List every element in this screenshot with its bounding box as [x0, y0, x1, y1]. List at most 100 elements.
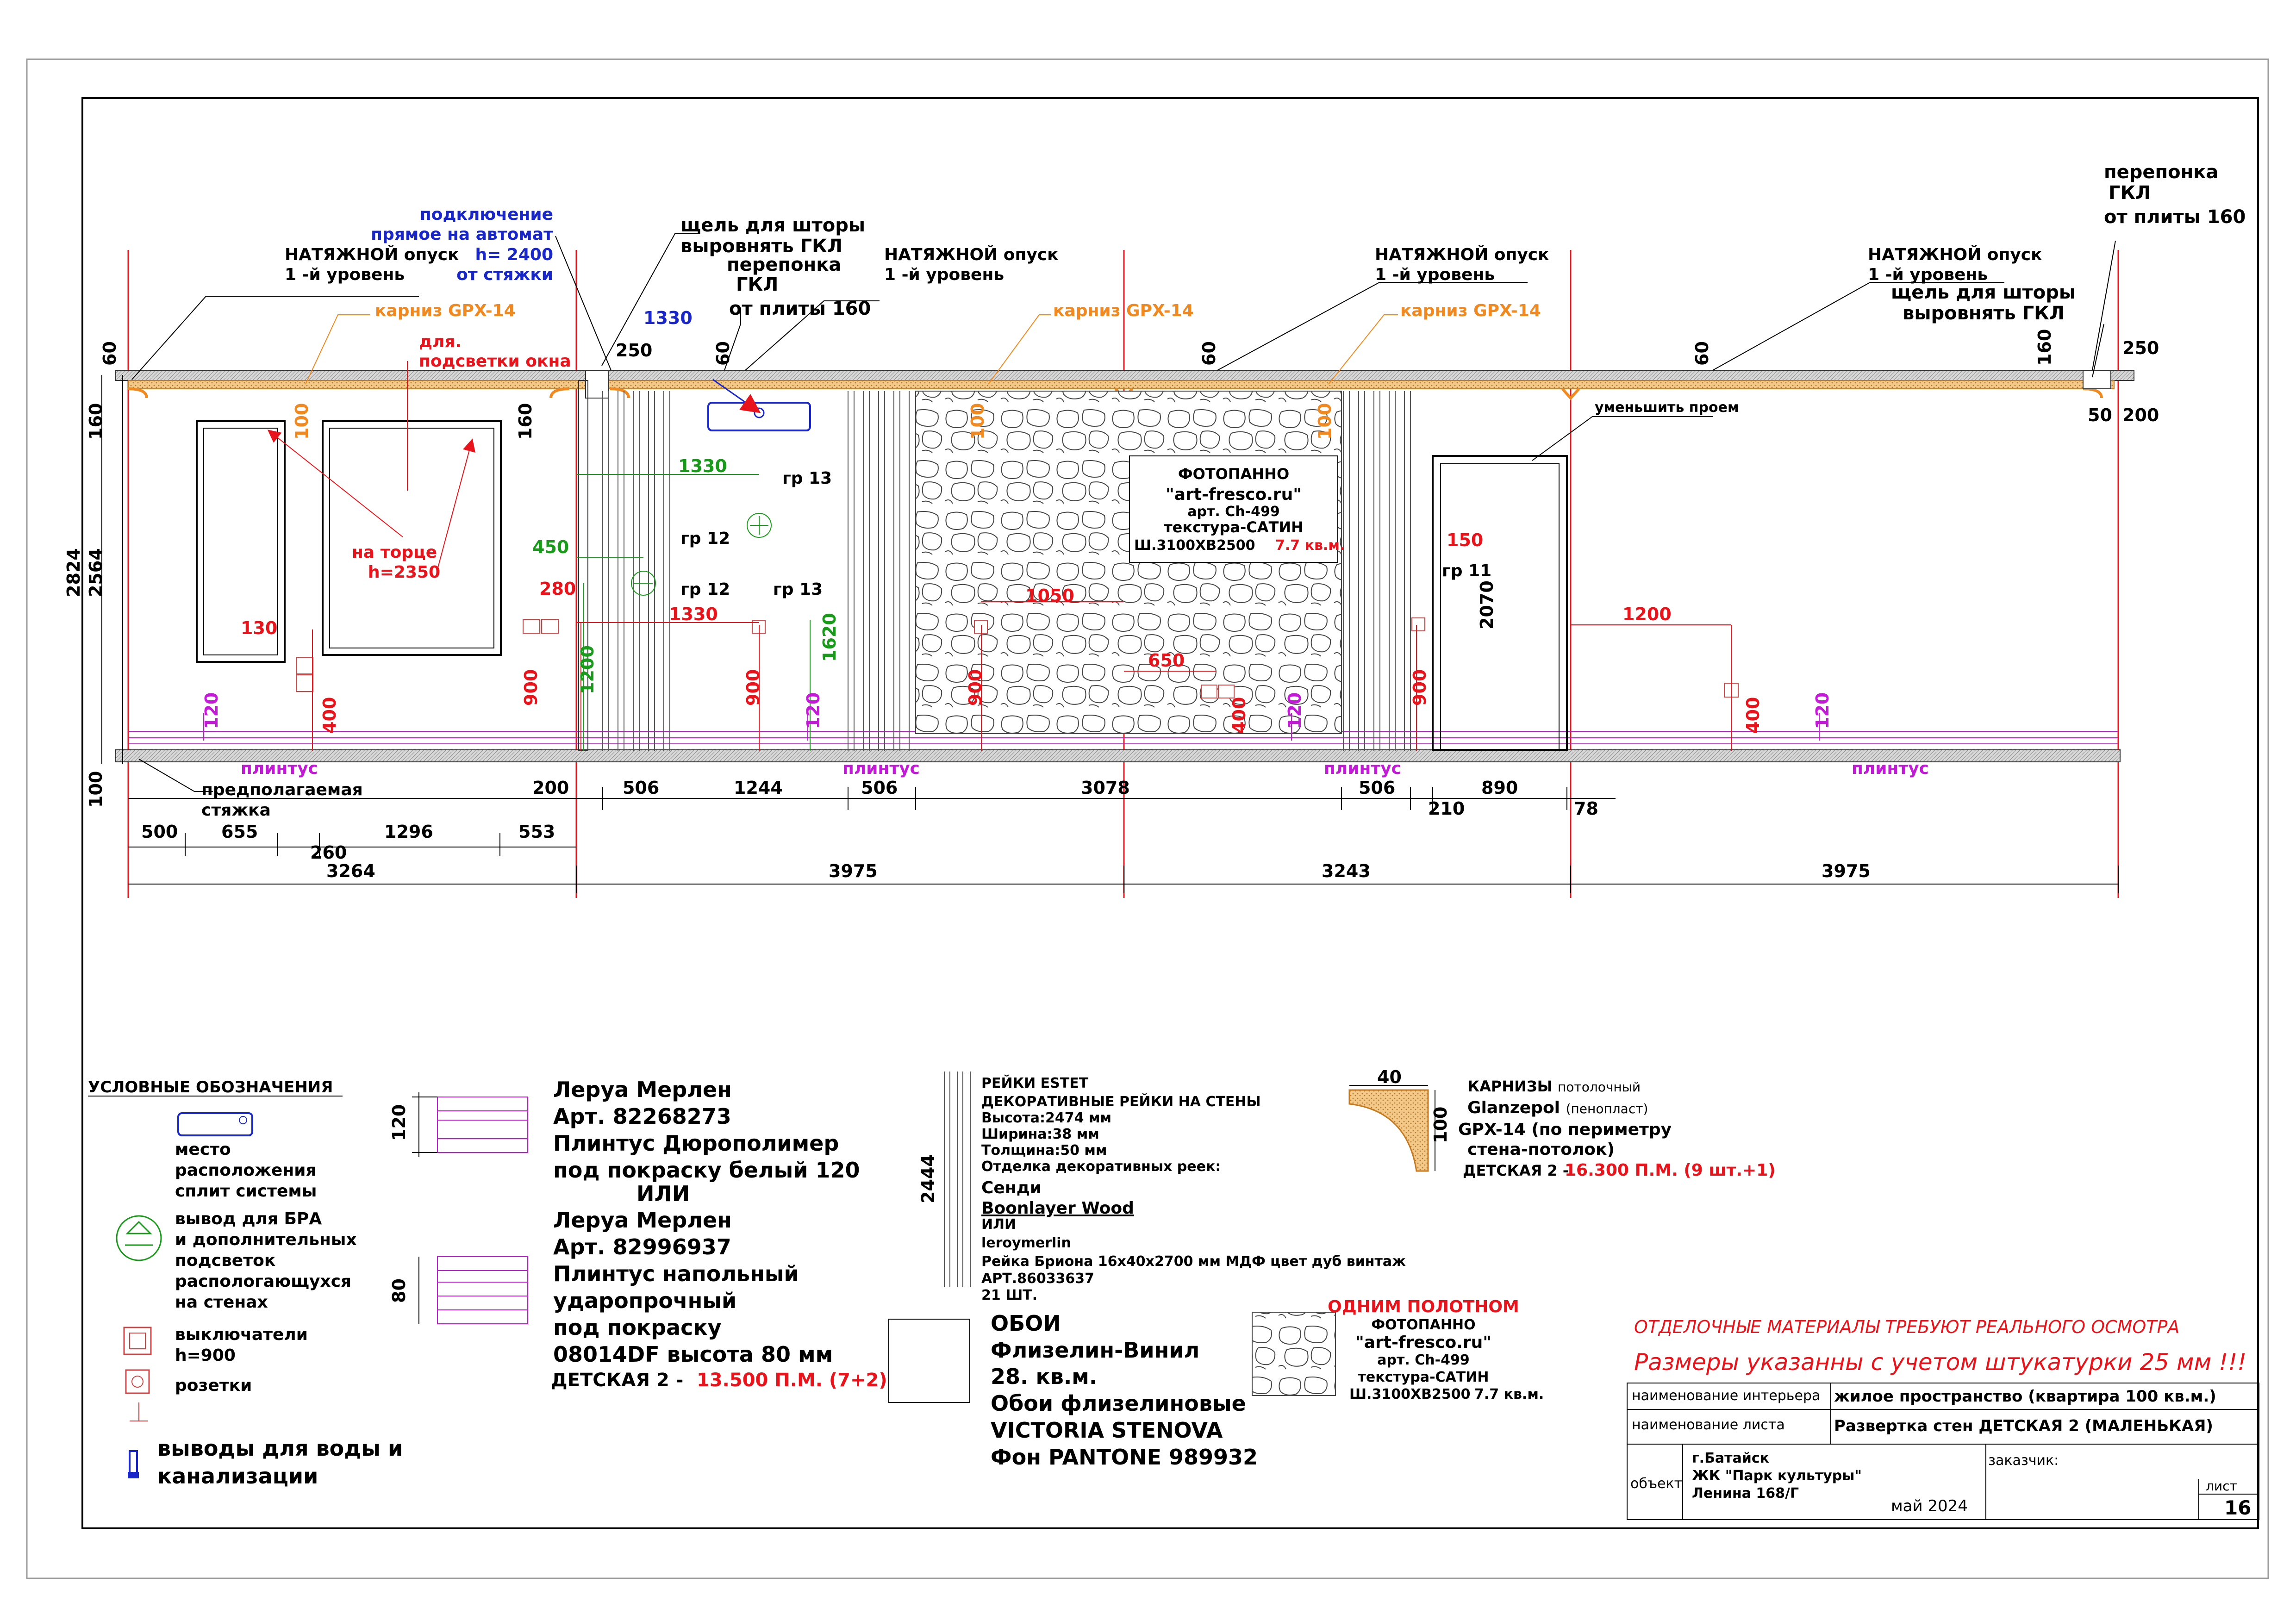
stretch-2a: НАТЯЖНОЙ опуск [884, 245, 1059, 264]
cornice-1: карниз GPX-14 [375, 301, 516, 320]
cornice-line3: GPX-14 (по периметру [1458, 1120, 1672, 1139]
window-arrows [267, 361, 476, 570]
plinth-label-3: плинтус [1324, 759, 1401, 778]
panel-label-4: текстура-САТИН [1164, 518, 1304, 536]
panel-label-2: "art-fresco.ru" [1166, 485, 1302, 504]
tb-date: май 2024 [1891, 1497, 1968, 1515]
curtain-gap-2: выровнять ГКЛ [680, 236, 842, 257]
tb-obj-label: объект [1630, 1476, 1682, 1492]
cornice-3: карниз GPX-14 [1400, 301, 1541, 320]
panel-swatch [1252, 1312, 1336, 1396]
stretch-3b: 1 -й уровень [1375, 265, 1495, 284]
dim-280: 280 [539, 579, 576, 599]
legend-split-icon [177, 1112, 253, 1136]
connection-h: h= 2400 [475, 245, 553, 264]
slats-count: 21 ШТ. [981, 1287, 1037, 1303]
stretch-4a: НАТЯЖНОЙ опуск [1868, 245, 2042, 264]
wallpaper-5: Фон PANTONE 989932 [991, 1445, 1258, 1470]
split-leader [712, 379, 761, 413]
plinth-total-label: ДЕТСКАЯ 2 - [551, 1370, 683, 1391]
gkl-right-1: перепонка [2104, 162, 2218, 183]
panel-spec-3: арт. Ch-499 [1377, 1352, 1469, 1368]
dim-400-1: 400 [319, 697, 340, 734]
legend-socket: розетки [175, 1376, 252, 1395]
dim-160-3: 160 [2034, 329, 2055, 366]
legend-split-2: расположения [175, 1161, 317, 1180]
slat-panel-3 [1343, 391, 1411, 751]
slats-icon [944, 1072, 971, 1287]
sheet-inner-frame [81, 97, 2259, 1529]
stretch-1b: 1 -й уровень [285, 265, 405, 284]
dim-120-1: 120 [201, 692, 222, 729]
gkl-partition-1: перепонка [727, 254, 841, 275]
dim-60-3: 60 [1199, 341, 1219, 366]
dim-500: 500 [141, 822, 178, 842]
dim-1050: 1050 [1025, 586, 1074, 606]
dim-100-cornice-1: 100 [292, 403, 312, 440]
slats-line-3: Высота:2474 мм [981, 1110, 1111, 1126]
dim-2824: 2824 [63, 548, 84, 597]
plinth-h80: 80 [389, 1278, 409, 1303]
tb-sheet-label: лист [2206, 1478, 2237, 1494]
tb-sheet-no: 16 [2224, 1496, 2251, 1519]
plinth-line-9: ударопрочный [553, 1288, 736, 1313]
plinth-80-icon [418, 1256, 528, 1324]
legend-split-1: место [175, 1140, 231, 1159]
gkl-partition-2: ГКЛ [736, 274, 778, 295]
dim-655: 655 [221, 822, 258, 842]
cornice-line2a: Glanzepol [1467, 1098, 1566, 1117]
screed-2: стяжка [201, 801, 271, 820]
legend-switch-1: выключатели [175, 1325, 308, 1344]
dim-100-floor: 100 [86, 771, 106, 808]
stretch-4b: 1 -й уровень [1868, 265, 1988, 284]
wallpaper-swatch [888, 1319, 970, 1403]
dim-3078: 3078 [1081, 778, 1130, 798]
slat-panel-1 [602, 391, 670, 751]
dim-120-2: 120 [803, 692, 824, 729]
stretch-3a: НАТЯЖНОЙ опуск [1375, 245, 1549, 264]
legend-title: УСЛОВНЫЕ ОБОЗНАЧЕНИЯ [88, 1078, 333, 1097]
cornice-total-label: ДЕТСКАЯ 2 - [1463, 1162, 1569, 1179]
plinth-line-1: Леруа Мерлен [553, 1077, 732, 1102]
gkl-partition-3: от плиты 160 [729, 298, 871, 319]
dim-120-4: 120 [1812, 692, 1833, 729]
dim-650: 650 [1148, 650, 1185, 671]
curtain-right-2: выровнять ГКЛ [1903, 303, 2065, 324]
group-11: гр 11 [1442, 561, 1491, 580]
slats-line-9: ИЛИ [981, 1216, 1016, 1233]
plinth-line-3: Плинтус Дюрополимер [553, 1131, 839, 1156]
panel-spec-head: ОДНИМ ПОЛОТНОМ [1328, 1297, 1519, 1316]
split-system-icon [707, 402, 811, 431]
slat-panel-2 [848, 391, 910, 751]
slats-line-4: Ширина:38 мм [981, 1126, 1099, 1142]
slats-line-2: ДЕКОРАТИВНЫЕ РЕЙКИ НА СТЕНЫ [981, 1093, 1261, 1110]
dim-506-2: 506 [861, 778, 898, 798]
dim-1620: 1620 [819, 613, 840, 662]
sconce-icon [747, 513, 772, 538]
plinth-label-2: плинтус [842, 759, 920, 778]
plinth-line-or: ИЛИ [636, 1181, 690, 1206]
cornice-total-value: 16.300 П.М. (9 шт.+1) [1565, 1161, 1776, 1180]
screed-1: предполагаемая [201, 780, 363, 799]
panel-spec-4: текстура-САТИН [1358, 1369, 1489, 1385]
dim-1296: 1296 [384, 822, 433, 842]
gkl-right-2: ГКЛ [2109, 182, 2151, 204]
cornice-leaders [305, 314, 1398, 385]
panel-label-1: ФОТОПАННО [1178, 465, 1289, 483]
group-12-b: гр 12 [680, 580, 730, 599]
cornice-line1a: КАРНИЗЫ [1467, 1078, 1558, 1095]
legend-sconce-1: вывод для БРА [175, 1209, 322, 1228]
slats-line-11: Рейка Бриона 16х40х2700 мм МДФ цвет дуб … [981, 1253, 1406, 1270]
note-materials: ОТДЕЛОЧНЫЕ МАТЕРИАЛЫ ТРЕБУЮТ РЕАЛЬНОГО О… [1634, 1317, 2179, 1337]
plinth-label-1: плинтус [241, 759, 318, 778]
dim-900-3: 900 [965, 669, 986, 706]
cornice-2: карниз GPX-14 [1053, 301, 1194, 320]
sconce-icon-2 [631, 571, 656, 596]
cornice-line4: стена-потолок) [1467, 1140, 1615, 1159]
dim-1200-red: 1200 [1622, 604, 1672, 624]
dim-400-2: 400 [1229, 697, 1249, 734]
tb-obj-3: Ленина 168/Г [1692, 1485, 1799, 1502]
on-end-2: h=2350 [368, 563, 440, 582]
legend-sconce-icon [116, 1215, 162, 1261]
